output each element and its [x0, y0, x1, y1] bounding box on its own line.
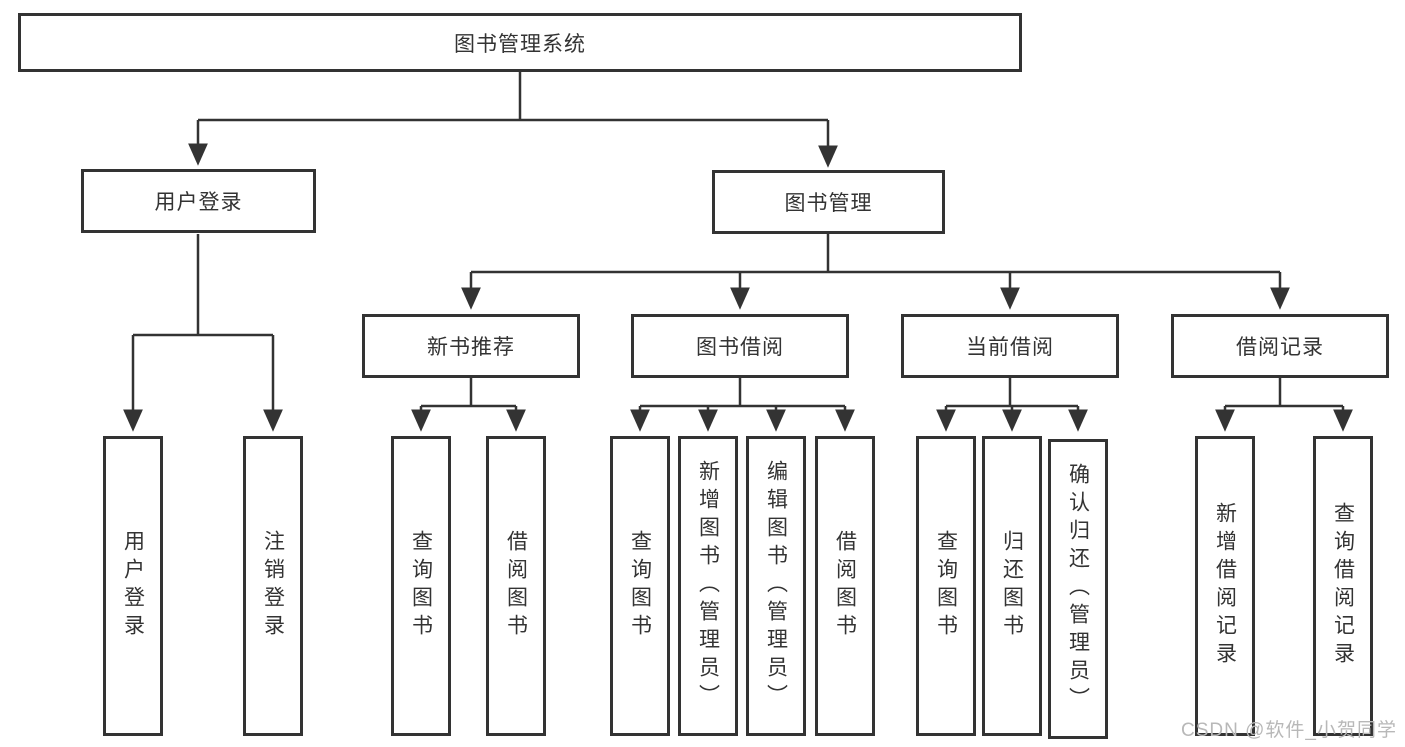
node-book-management: 图书管理: [712, 170, 945, 234]
leaf-label: 注销登录: [261, 530, 285, 642]
node-user-login: 用户登录: [81, 169, 316, 233]
leaf-add-book-admin: 新增图书（管理员）: [678, 436, 738, 736]
leaf-label: 确认归还（管理员）: [1066, 463, 1090, 715]
leaf-label: 新增借阅记录: [1213, 502, 1237, 670]
leaf-label: 查询借阅记录: [1331, 502, 1355, 670]
node-label: 图书管理: [784, 192, 873, 215]
leaf-edit-book-admin: 编辑图书（管理员）: [746, 436, 806, 736]
node-label: 借阅记录: [1236, 336, 1324, 359]
leaf-user-login: 用户登录: [103, 436, 163, 736]
node-label: 图书管理系统: [454, 32, 586, 56]
node-current-borrow: 当前借阅: [901, 314, 1119, 378]
leaf-query-books: 查询图书: [391, 436, 451, 736]
node-label: 新书推荐: [427, 336, 515, 359]
leaf-label: 借阅图书: [504, 530, 528, 642]
node-book-borrow: 图书借阅: [631, 314, 849, 378]
leaf-label: 查询图书: [409, 530, 433, 642]
node-book-management-system: 图书管理系统: [18, 13, 1022, 72]
leaf-label: 新增图书（管理员）: [696, 460, 720, 712]
node-label: 用户登录: [154, 191, 243, 214]
leaf-label: 借阅图书: [833, 530, 857, 642]
leaf-label: 用户登录: [121, 530, 145, 642]
node-new-book-recommend: 新书推荐: [362, 314, 580, 378]
leaf-borrow-books: 借阅图书: [815, 436, 875, 736]
leaf-logout: 注销登录: [243, 436, 303, 736]
node-borrow-records: 借阅记录: [1171, 314, 1389, 378]
leaf-return-book: 归还图书: [982, 436, 1042, 736]
node-label: 图书借阅: [696, 336, 784, 359]
leaf-borrow-books: 借阅图书: [486, 436, 546, 736]
leaf-confirm-return-admin: 确认归还（管理员）: [1048, 439, 1108, 739]
node-label: 当前借阅: [966, 336, 1054, 359]
leaf-query-books: 查询图书: [916, 436, 976, 736]
leaf-add-borrow-record: 新增借阅记录: [1195, 436, 1255, 736]
leaf-query-borrow-record: 查询借阅记录: [1313, 436, 1373, 736]
leaf-query-books: 查询图书: [610, 436, 670, 736]
leaf-label: 归还图书: [1000, 530, 1024, 642]
leaf-label: 查询图书: [628, 530, 652, 642]
leaf-label: 编辑图书（管理员）: [764, 460, 788, 712]
leaf-label: 查询图书: [934, 530, 958, 642]
